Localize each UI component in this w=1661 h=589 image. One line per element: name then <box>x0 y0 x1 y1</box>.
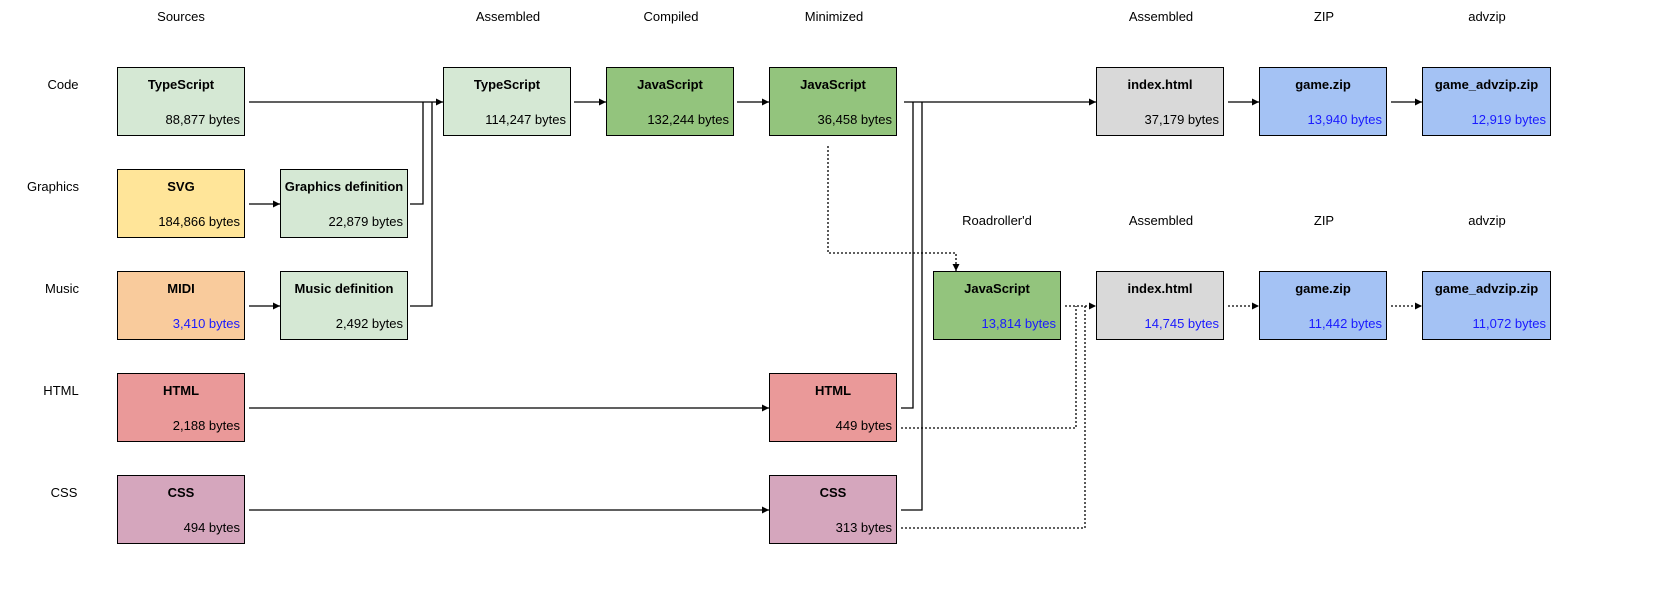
node-title: Music definition <box>294 281 394 296</box>
column-header-minimized: Minimized <box>804 9 864 24</box>
node-title: game_advzip.zip <box>1434 281 1539 296</box>
node-title: CSS <box>819 485 847 500</box>
node-game-advzip: game_advzip.zip 12,919 bytes <box>1422 67 1551 136</box>
node-size: 13,940 bytes <box>1307 112 1382 127</box>
node-javascript-minimized: JavaScript 36,458 bytes <box>769 67 897 136</box>
column-header-zip-roadroller: ZIP <box>1313 213 1335 228</box>
node-size: 114,247 bytes <box>485 112 566 127</box>
node-title: SVG <box>167 179 195 194</box>
node-title: index.html <box>1127 281 1193 296</box>
row-header-code: Code <box>47 77 79 92</box>
node-size: 132,244 bytes <box>647 112 729 127</box>
node-javascript-roadroller: JavaScript 13,814 bytes <box>933 271 1061 340</box>
edge-js-min-to-js-rr <box>827 146 960 271</box>
node-title: HTML <box>162 383 200 398</box>
node-typescript-assembled: TypeScript 114,247 bytes <box>443 67 571 136</box>
edge-css-min-to-index1 <box>901 102 923 511</box>
node-size: 88,877 bytes <box>165 112 240 127</box>
node-title: HTML <box>814 383 852 398</box>
node-size: 13,814 bytes <box>981 316 1056 331</box>
node-title: JavaScript <box>800 77 866 92</box>
node-size: 11,072 bytes <box>1472 316 1546 331</box>
node-size: 36,458 bytes <box>817 112 892 127</box>
column-header-roadroller: Roadroller'd <box>962 213 1032 228</box>
edge-music-def-to-ts-asm <box>410 102 433 307</box>
column-header-assembled-roadroller: Assembled <box>1128 213 1194 228</box>
node-size: 12,919 bytes <box>1471 112 1546 127</box>
node-title: index.html <box>1127 77 1193 92</box>
row-header-css: CSS <box>50 485 78 500</box>
node-index-html-assembled: index.html 37,179 bytes <box>1096 67 1224 136</box>
node-graphics-definition: Graphics definition 22,879 bytes <box>280 169 408 238</box>
node-title: TypeScript <box>147 77 215 92</box>
node-html-minimized: HTML 449 bytes <box>769 373 897 442</box>
node-title: JavaScript <box>964 281 1030 296</box>
column-header-assembled: Assembled <box>475 9 541 24</box>
edge-gfx-def-to-ts-asm <box>410 102 424 205</box>
node-size: 37,179 bytes <box>1144 112 1219 127</box>
node-size: 2,188 bytes <box>172 418 240 433</box>
column-header-zip: ZIP <box>1313 9 1335 24</box>
node-size: 449 bytes <box>835 418 892 433</box>
node-game-advzip-roadroller: game_advzip.zip 11,072 bytes <box>1422 271 1551 340</box>
node-game-zip: game.zip 13,940 bytes <box>1259 67 1387 136</box>
node-size: 14,745 bytes <box>1144 316 1219 331</box>
node-title: MIDI <box>167 281 195 296</box>
node-size: 11,442 bytes <box>1308 316 1382 331</box>
column-header-advzip-roadroller: advzip <box>1468 213 1506 228</box>
row-header-html: HTML <box>43 383 79 398</box>
edge-html-min-to-index2 <box>901 306 1077 429</box>
row-header-music: Music <box>45 281 79 296</box>
node-index-html-roadroller: index.html 14,745 bytes <box>1096 271 1224 340</box>
column-header-compiled: Compiled <box>643 9 699 24</box>
node-size: 22,879 bytes <box>328 214 403 229</box>
node-title: game.zip <box>1295 281 1351 296</box>
node-html-source: HTML 2,188 bytes <box>117 373 245 442</box>
node-javascript-compiled: JavaScript 132,244 bytes <box>606 67 734 136</box>
edge-html-min-to-index1 <box>901 102 914 409</box>
node-title: CSS <box>167 485 195 500</box>
node-music-definition: Music definition 2,492 bytes <box>280 271 408 340</box>
node-css-source: CSS 494 bytes <box>117 475 245 544</box>
column-header-advzip: advzip <box>1468 9 1506 24</box>
node-title: TypeScript <box>473 77 541 92</box>
node-title: Graphics definition <box>284 179 404 194</box>
node-size: 184,866 bytes <box>158 214 240 229</box>
node-typescript-source: TypeScript 88,877 bytes <box>117 67 245 136</box>
node-game-zip-roadroller: game.zip 11,442 bytes <box>1259 271 1387 340</box>
node-title: JavaScript <box>637 77 703 92</box>
node-title: game_advzip.zip <box>1434 77 1539 92</box>
column-header-sources: Sources <box>157 9 205 24</box>
node-size: 494 bytes <box>183 520 240 535</box>
node-title: game.zip <box>1295 77 1351 92</box>
node-css-minimized: CSS 313 bytes <box>769 475 897 544</box>
node-svg-source: SVG 184,866 bytes <box>117 169 245 238</box>
node-size: 313 bytes <box>835 520 892 535</box>
row-header-graphics: Graphics <box>26 179 80 194</box>
node-size: 2,492 bytes <box>335 316 403 331</box>
node-midi-source: MIDI 3,410 bytes <box>117 271 245 340</box>
edge-css-min-to-index2 <box>901 306 1086 529</box>
column-header-assembled-final: Assembled <box>1128 9 1194 24</box>
node-size: 3,410 bytes <box>172 316 240 331</box>
